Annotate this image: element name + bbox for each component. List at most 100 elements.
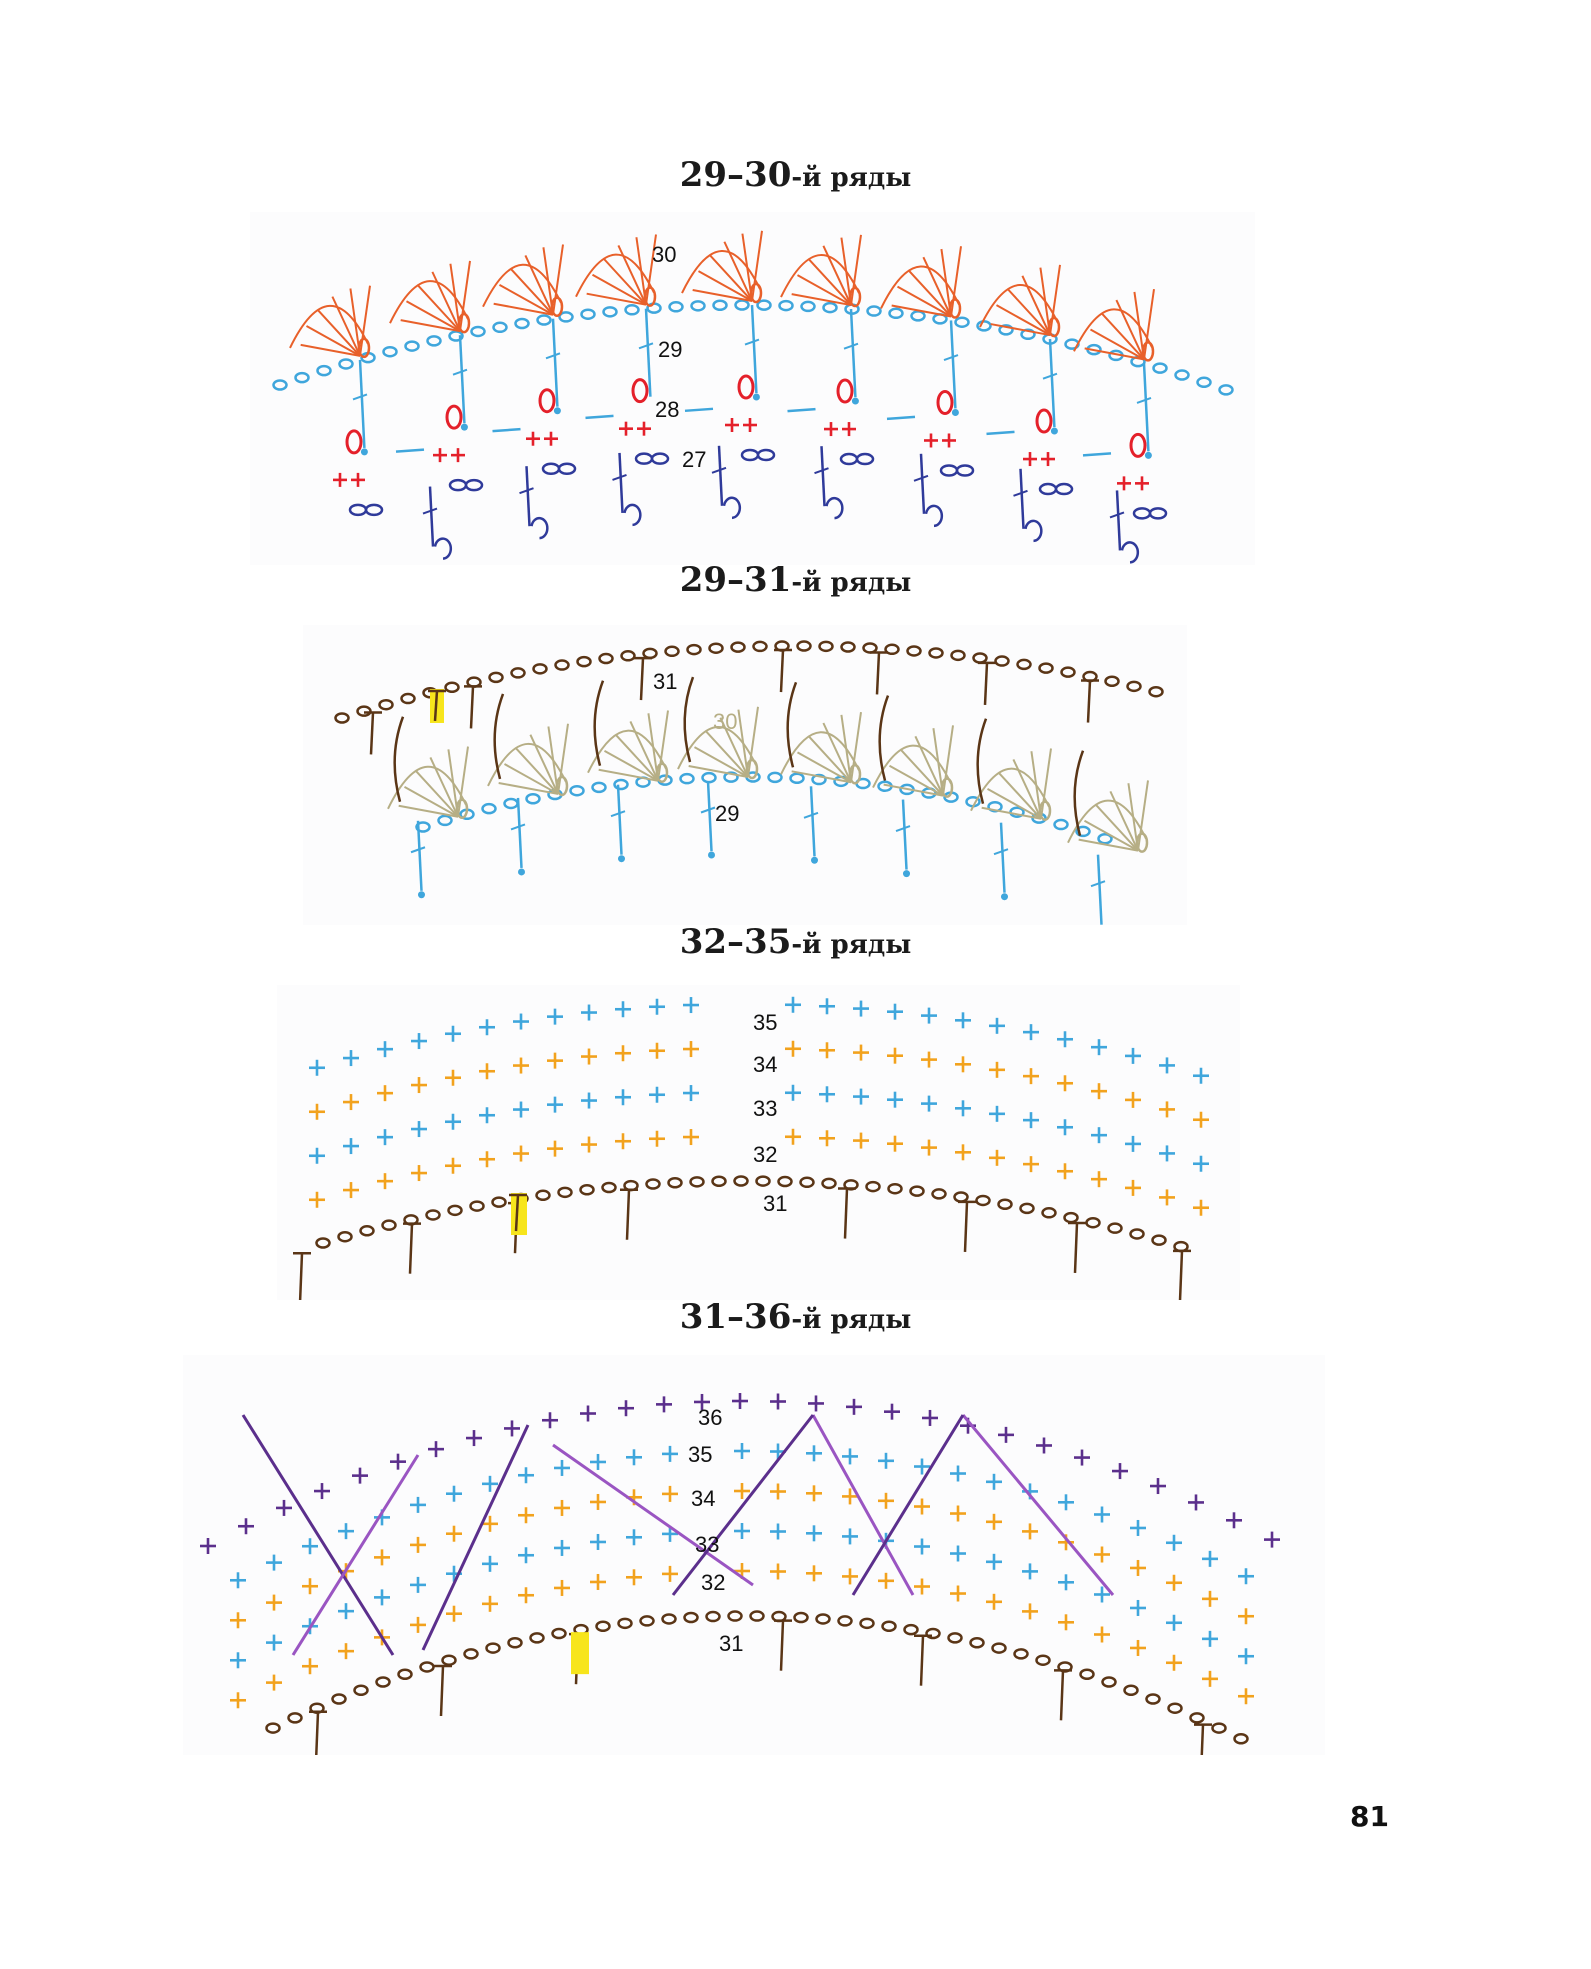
single-crochet-symbol (390, 1453, 406, 1470)
section-title-2: 29–31-й ряды (679, 560, 912, 600)
single-crochet-symbol (544, 431, 558, 446)
fan-chain-loop (1038, 800, 1052, 821)
stitch-tick (711, 466, 727, 474)
row-label-31: 31 (719, 1631, 743, 1656)
single-crochet-symbol (1150, 1478, 1166, 1495)
treble-crochet-symbol (1073, 1222, 1079, 1274)
single-crochet-symbol (410, 1616, 426, 1633)
chain-stitch (375, 1676, 391, 1688)
single-crochet-symbol (479, 1063, 495, 1080)
fan-edge (880, 265, 960, 309)
single-crochet-symbol (1023, 1112, 1039, 1129)
hook-symbol (1120, 541, 1140, 564)
navy-chain (348, 503, 368, 517)
single-crochet-symbol (581, 1048, 597, 1065)
chain-stitch (796, 640, 812, 652)
fan-stitch (645, 234, 657, 305)
chain-stitch (756, 299, 772, 311)
stitch-tick (1090, 880, 1106, 888)
hook-symbol (433, 537, 453, 560)
single-crochet-symbol (1238, 1648, 1254, 1665)
chain-stitch (381, 1219, 397, 1231)
treble-crochet-symbol (458, 335, 466, 424)
single-crochet-symbol (547, 1052, 563, 1069)
single-crochet-symbol (732, 1393, 748, 1410)
single-crochet-symbol (338, 1643, 354, 1660)
single-crochet-symbol (785, 1084, 801, 1101)
single-crochet-symbol (785, 996, 801, 1013)
treble-crochet-symbol (315, 1711, 320, 1755)
single-crochet-symbol (581, 1004, 597, 1021)
fan-stitch (990, 323, 1051, 337)
single-crochet-symbol (410, 1536, 426, 1553)
single-crochet-symbol (433, 448, 447, 463)
chain-stitch (645, 1178, 661, 1190)
navy-chain (1148, 507, 1168, 520)
single-crochet-symbol (637, 421, 651, 436)
single-crochet-symbol (377, 1173, 393, 1190)
fan-stitch (457, 746, 469, 817)
single-crochet-symbol (445, 1113, 461, 1130)
single-crochet-symbol (819, 1042, 835, 1059)
slip-stitch-dot (460, 423, 468, 431)
fan-stitch (981, 806, 1042, 820)
treble-crochet-symbol (779, 649, 785, 693)
single-crochet-symbol (1023, 1068, 1039, 1085)
chain-stitch (617, 1617, 633, 1630)
navy-chain (939, 464, 959, 477)
chain-stitch (998, 324, 1014, 336)
single-crochet-symbol (1125, 1135, 1141, 1152)
chain-stitch (602, 306, 618, 318)
single-crochet-symbol (1188, 1494, 1204, 1511)
chain-stitch (711, 1175, 727, 1188)
chain-stitch (705, 1610, 721, 1623)
slip-stitch-dot (553, 407, 561, 415)
single-crochet-symbol (824, 422, 838, 437)
single-crochet-symbol (770, 1393, 786, 1410)
single-crochet-symbol (683, 1041, 699, 1058)
fan-chain-loop (940, 777, 954, 798)
navy-stitch (1115, 490, 1122, 551)
single-crochet-symbol (1094, 1546, 1110, 1563)
stitch-tick (1109, 511, 1125, 519)
chain-stitch (510, 667, 526, 679)
fan-edge (389, 280, 469, 324)
single-crochet-symbol (1125, 1047, 1141, 1064)
single-crochet-symbol (914, 1458, 930, 1475)
row-label-30: 30 (713, 709, 737, 734)
stitch-tick (895, 825, 911, 833)
fan-stitch (657, 710, 669, 781)
chain-stitch (1126, 680, 1142, 693)
chain-stitch (953, 1191, 969, 1203)
chain-stitch (727, 1610, 743, 1622)
treble-crochet-symbol (706, 780, 713, 852)
navy-chain (1132, 507, 1152, 520)
chain-stitch (529, 1632, 545, 1644)
chain-stitch (639, 1615, 655, 1627)
chain-stitch (708, 642, 724, 654)
single-crochet-symbol (808, 1395, 824, 1412)
single-crochet-symbol (619, 421, 633, 436)
chain-stitch (620, 650, 636, 662)
single-crochet-symbol (1023, 452, 1037, 467)
chain-stitch (1075, 825, 1091, 838)
single-crochet-symbol (989, 1061, 1005, 1078)
single-crochet-symbol (309, 1191, 325, 1208)
fan-stitch (1137, 780, 1149, 851)
treble-crochet-symbol (439, 1665, 445, 1717)
chain-stitch (331, 1693, 347, 1705)
chain-stitch (865, 1180, 881, 1193)
single-crochet-symbol (1202, 1670, 1218, 1687)
single-crochet-symbol (451, 448, 465, 463)
chain-stitch (595, 1620, 611, 1632)
hook-symbol (623, 503, 642, 527)
arrow-icon (1073, 750, 1085, 836)
single-crochet-symbol (446, 1605, 462, 1622)
fan-stitch (403, 785, 459, 818)
fan-stitch (405, 300, 461, 333)
stitch-tick (610, 810, 626, 818)
single-crochet-symbol (445, 1069, 461, 1086)
chain-stitch (1060, 666, 1076, 678)
chain-stitch (1041, 1207, 1057, 1219)
single-crochet-symbol (1112, 1463, 1128, 1480)
